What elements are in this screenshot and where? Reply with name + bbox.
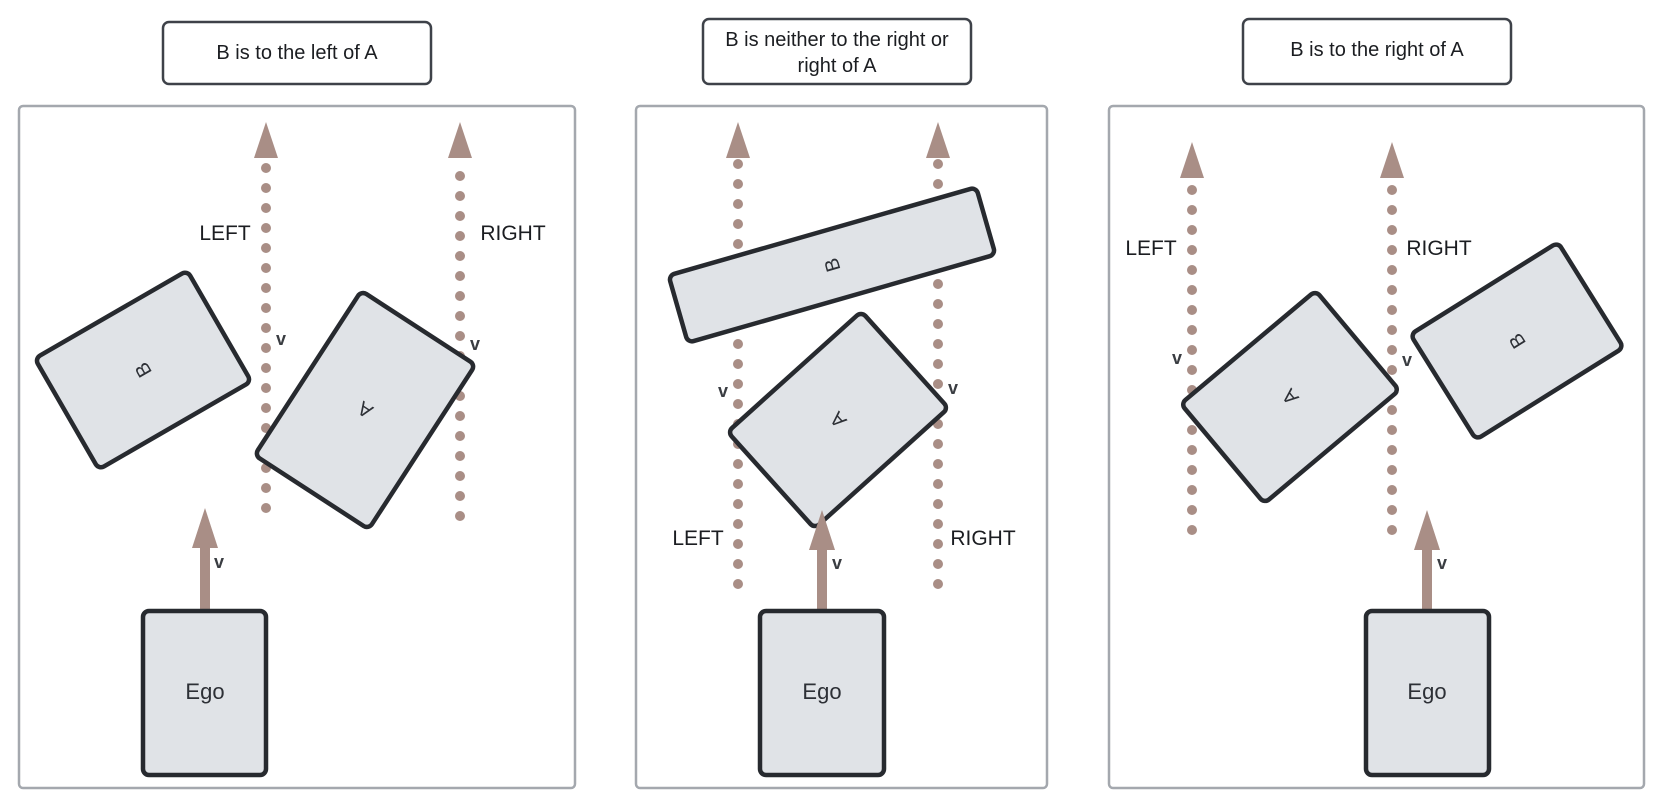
ego-car (140, 608, 269, 778)
car-a: A (1181, 290, 1399, 504)
ego-label: Ego (802, 679, 841, 704)
panel-title: B is to the left of A (216, 42, 378, 64)
velocity-label: v (1172, 348, 1182, 368)
left-label: LEFT (199, 222, 251, 245)
left-label: LEFT (672, 527, 724, 550)
velocity-label: v (718, 381, 728, 401)
car-b: B (34, 270, 252, 470)
ego-label: Ego (185, 679, 224, 704)
right-label: RIGHT (950, 527, 1016, 550)
velocity-label: v (470, 334, 480, 354)
car-b: B (1410, 242, 1624, 440)
panel-left-of: B is to the left of A LEFT RIGHT v v B A… (17, 20, 577, 790)
arrow-up-icon (254, 122, 278, 158)
panel-neither: B is neither to the right or right of A … (634, 17, 1049, 790)
arrow-up-icon (726, 122, 750, 158)
title-box (161, 20, 433, 86)
panel-title-line-1: B is neither to the right or (725, 29, 949, 51)
velocity-label: v (832, 553, 842, 573)
arrow-up-icon (809, 510, 835, 550)
velocity-label: v (1402, 350, 1412, 370)
title-box (701, 17, 973, 86)
velocity-label: v (214, 552, 224, 572)
ego-car (1363, 608, 1492, 778)
velocity-label: v (948, 378, 958, 398)
panel-title-line-2: right of A (798, 55, 878, 77)
left-label: LEFT (1125, 237, 1177, 260)
title-box (1241, 17, 1513, 86)
right-label: RIGHT (480, 222, 546, 245)
panel-right-of: B is to the right of A LEFT RIGHT v v A … (1107, 17, 1646, 790)
arrow-up-icon (926, 122, 950, 158)
right-label: RIGHT (1406, 237, 1472, 260)
panel-title: B is to the right of A (1290, 39, 1464, 61)
arrow-up-icon (448, 122, 472, 158)
arrow-up-icon (1180, 142, 1204, 178)
arrow-up-icon (192, 508, 218, 548)
car-a: A (727, 311, 949, 529)
car-a: A (254, 290, 476, 530)
velocity-label: v (1437, 553, 1447, 573)
velocity-label: v (276, 329, 286, 349)
car-b: B (667, 186, 997, 344)
arrow-up-icon (1414, 510, 1440, 550)
ego-label: Ego (1407, 679, 1446, 704)
ego-car (757, 608, 887, 778)
car-b-label: B (821, 255, 846, 274)
arrow-up-icon (1380, 142, 1404, 178)
